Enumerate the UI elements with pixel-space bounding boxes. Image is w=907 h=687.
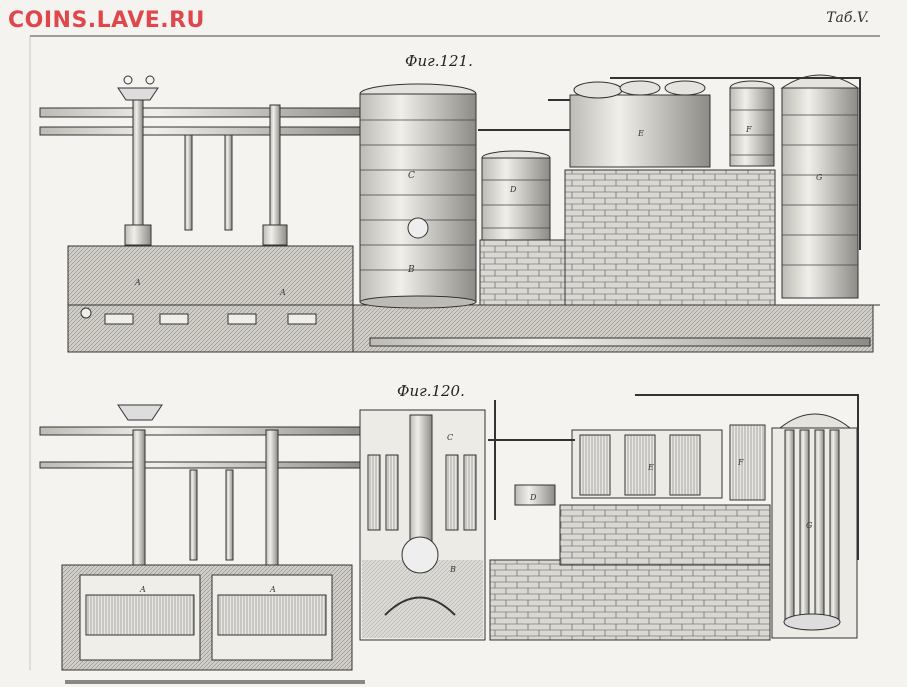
figure-121-label: Фиг.121. (405, 52, 473, 70)
section-vessel-e: E (571, 429, 723, 499)
vessel-e: E (569, 80, 711, 168)
figure-120: A A C B D (39, 394, 859, 671)
brick-masonry (479, 239, 576, 306)
section-letter-b: B (449, 565, 456, 574)
section-letter-f: F (737, 458, 744, 467)
figure-120-label: Фиг.120. (397, 382, 465, 400)
letter-c: C (408, 171, 415, 181)
letter-a-right: A (279, 288, 286, 297)
section-letter-e: E (647, 463, 654, 472)
section-letter-g: G (806, 521, 813, 530)
foundation-block (67, 245, 354, 353)
section-letter-c: C (447, 433, 453, 442)
vessel-g: G (780, 74, 860, 299)
letter-a-left: A (134, 278, 141, 287)
section-letter-a-right: A (269, 585, 276, 594)
vessel-c-b: C B (359, 83, 477, 309)
main-pipe-upper (39, 107, 371, 118)
section-pipe-upper (39, 426, 371, 436)
vessel-f: F (729, 80, 775, 167)
section-vessel-g: G (771, 413, 858, 639)
letter-b: B (407, 265, 415, 275)
letter-g: G (816, 173, 823, 182)
letter-d: D (509, 185, 517, 194)
main-pipe-lower (39, 126, 371, 136)
section-letter-d: D (529, 493, 537, 502)
letter-e: E (637, 129, 644, 138)
watermark: COINS.LAVE.RU (8, 8, 205, 33)
section-vessel-c-b: C B (359, 409, 486, 641)
section-brick-masonry (489, 559, 771, 641)
plate-number: Таб.V. (826, 10, 869, 26)
section-letter-a-left: A (139, 585, 146, 594)
vessel-d: D (481, 150, 551, 241)
figure-121: C B D E (39, 74, 880, 353)
letter-f: F (745, 125, 752, 134)
